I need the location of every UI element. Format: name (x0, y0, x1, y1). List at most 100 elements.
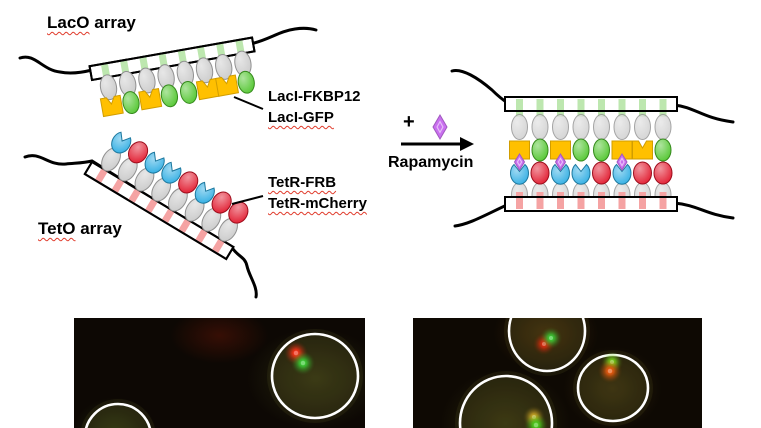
cell-outline (84, 402, 152, 428)
fkbp12-domain (632, 140, 653, 160)
complex-dna-bottom-right (672, 201, 735, 220)
bound-laci-protein-oval (654, 114, 672, 140)
mcherry-domain (592, 161, 611, 185)
mcherry-domain (178, 171, 199, 194)
bound-arrays-complex (450, 68, 735, 228)
bound-laco-operator-site (659, 99, 667, 117)
fkbp12-domain (99, 94, 124, 118)
micrograph-after-rapamycin (413, 318, 702, 428)
micrograph-before-rapamycin (74, 318, 365, 428)
bound-laci-protein-oval (531, 114, 549, 140)
gfp-domain (122, 91, 140, 114)
bound-teto-box (504, 196, 678, 212)
tetr-fusion-labels: TetR-FRB TetR-mCherry (268, 172, 367, 214)
micrograph-left-overlay (81, 329, 363, 428)
bound-laco-box-border (504, 96, 678, 112)
bound-laco-operator-site (598, 99, 605, 117)
cell-outline (270, 332, 360, 420)
tetr-label-leader-line (231, 195, 264, 205)
fluorescent-focus-core (293, 350, 299, 356)
fluorescent-focus-core (607, 368, 613, 374)
bound-rapamycin-diamond (513, 153, 526, 171)
complex-dna-top-right (672, 103, 735, 124)
micrograph-right-overlay (455, 318, 653, 428)
gfp-domain (237, 70, 255, 94)
bound-laci-protein-oval (613, 114, 631, 140)
schematic-diagram (18, 26, 735, 299)
bound-teto-operator-site (577, 192, 585, 209)
arrow-head (460, 137, 474, 151)
laci-protein-oval (195, 57, 214, 84)
bound-teto-operator-site (598, 192, 605, 209)
frb-domain (161, 161, 182, 184)
fluorescent-focus-core (300, 360, 306, 366)
laci-protein-oval (215, 54, 233, 80)
rapamycin-diamond-glint (516, 157, 523, 167)
bound-laco-operator-site (577, 99, 585, 117)
bound-laci-protein-oval (552, 114, 569, 140)
rapamycin-diamond-icon (432, 114, 448, 140)
laci-protein-oval (99, 74, 118, 101)
laci-label-leader-line (233, 96, 264, 110)
laco-operator-box-border (88, 36, 256, 82)
rapamycin-diamond-glint (557, 157, 564, 167)
teto-array-label: TetO array (38, 219, 122, 239)
reaction-arrow (401, 137, 474, 151)
tetr-mcherry-label: TetR-mCherry (268, 195, 367, 212)
bound-teto-operator-site (536, 192, 544, 209)
gfp-domain (572, 138, 590, 162)
laci-gfp-label: LacI-GFP (268, 109, 334, 126)
bound-laci-protein-oval (511, 114, 528, 140)
complex-dna-top-left (450, 68, 511, 106)
gfp-domain (593, 138, 610, 162)
frb-domain (144, 151, 165, 174)
teto-rest: array (75, 219, 122, 238)
fkbp12-domain (215, 74, 240, 97)
gfp-domain (180, 80, 198, 104)
bound-teto-operator-site (516, 192, 523, 209)
teto-array (83, 131, 249, 261)
laco-array-label: LacO array (47, 13, 136, 33)
frb-domain (551, 163, 570, 185)
teto-word: TetO (38, 219, 76, 238)
bound-teto-operator-site (639, 192, 646, 209)
fkbp12-domain (195, 77, 220, 101)
mcherry-domain (633, 161, 652, 185)
mcherry-domain (211, 191, 232, 214)
frb-domain (194, 181, 215, 204)
bound-teto-operator-site (618, 192, 626, 209)
tetr-frb-label: TetR-FRB (268, 174, 337, 191)
laci-fusion-labels: LacI-FKBP12 LacI-GFP (268, 86, 361, 128)
frb-domain (612, 163, 632, 185)
cell-glow (573, 350, 653, 426)
mcherry-domain (228, 201, 249, 224)
frb-domain (571, 163, 591, 185)
gfp-domain (160, 84, 179, 108)
rapamycin-diamond-glint (619, 157, 625, 167)
bound-teto-operator-site (557, 192, 564, 209)
fkbp12-domain (138, 88, 163, 111)
cell-glow (81, 399, 155, 428)
laci-protein-oval (138, 67, 156, 94)
bound-laco-operator-site (618, 99, 626, 117)
bound-laci-protein-oval (593, 114, 610, 140)
laci-fkbp12-label: LacI-FKBP12 (268, 88, 361, 105)
plus-sign: + (403, 111, 415, 133)
gfp-domain (654, 138, 672, 162)
bound-rapamycin-diamond (554, 153, 567, 171)
laco-rest: array (89, 13, 136, 32)
bound-teto-box-border (504, 196, 678, 212)
frb-domain (510, 163, 529, 185)
bound-laco-box (504, 96, 678, 112)
complex-dna-bottom-left (453, 202, 511, 228)
frb-domain (111, 131, 132, 154)
gfp-domain (531, 138, 549, 162)
bound-teto-operator-site (659, 192, 667, 209)
bound-laco-operator-site (557, 99, 564, 117)
bound-laco-operator-site (516, 99, 523, 117)
bound-laci-protein-oval (572, 114, 590, 140)
bound-laci-protein-oval (634, 114, 651, 140)
laco-array (88, 36, 256, 118)
mcherry-domain (530, 161, 550, 185)
